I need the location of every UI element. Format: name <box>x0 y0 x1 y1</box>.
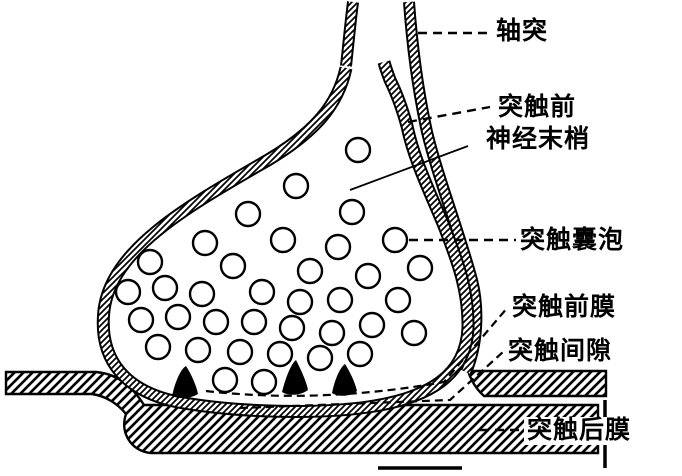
label-presynaptic-line2: 神经末梢 <box>486 125 591 153</box>
synaptic-vesicle <box>406 254 434 282</box>
synaptic-vesicle <box>324 233 352 261</box>
synaptic-vesicles <box>114 136 434 396</box>
synaptic-vesicle <box>144 333 172 361</box>
terminal-bouton-membrane-hatch <box>98 60 473 416</box>
synaptic-vesicle <box>326 286 354 314</box>
synaptic-vesicle <box>296 257 324 285</box>
label-postsynaptic-membrane: 突触后膜 <box>524 416 635 445</box>
leader-lines <box>205 31 520 432</box>
leader-presynaptic-membrane <box>205 306 509 397</box>
synaptic-vesicle <box>306 344 334 372</box>
label-presynaptic-line1: 突触前 <box>498 93 577 121</box>
synaptic-vesicle <box>318 319 346 347</box>
synaptic-vesicle <box>269 226 297 254</box>
synaptic-vesicle <box>136 248 164 276</box>
synaptic-vesicle <box>346 340 374 368</box>
pointer-terminal-interior <box>349 145 469 191</box>
synaptic-vesicle <box>278 314 306 342</box>
synaptic-vesicle <box>151 274 179 302</box>
synaptic-vesicle <box>400 319 428 347</box>
synaptic-vesicle <box>202 308 230 336</box>
synaptic-vesicle <box>250 368 278 396</box>
synaptic-vesicle <box>286 288 314 316</box>
synaptic-vesicle <box>282 172 310 200</box>
active-zone-densities <box>172 360 357 399</box>
synaptic-vesicle <box>248 278 276 306</box>
synaptic-vesicle <box>188 280 216 308</box>
label-synaptic-vesicle: 突触囊泡 <box>520 226 625 254</box>
synaptic-vesicle <box>211 366 239 394</box>
synaptic-vesicle <box>381 226 409 254</box>
synaptic-vesicle <box>384 286 412 314</box>
synaptic-vesicle <box>164 303 192 331</box>
axon-left-wall-hatch <box>342 1 357 67</box>
synaptic-vesicle <box>226 338 254 366</box>
label-axon: 轴突 <box>496 17 549 45</box>
synaptic-vesicle <box>344 136 372 164</box>
synaptic-vesicle <box>184 336 212 364</box>
synaptic-vesicle <box>338 198 366 226</box>
label-synaptic-cleft: 突触间隙 <box>508 337 613 365</box>
leader-synaptic-cleft <box>239 350 505 410</box>
synaptic-vesicle <box>266 340 294 368</box>
synaptic-vesicle <box>358 311 386 339</box>
synaptic-vesicle <box>191 229 219 257</box>
axon-right-wall-hatch <box>405 1 481 374</box>
synaptic-vesicle <box>127 306 155 334</box>
synaptic-vesicle <box>234 200 262 228</box>
postsynaptic-membrane-right-strip <box>466 369 608 398</box>
synaptic-vesicle <box>219 252 247 280</box>
synaptic-vesicle <box>354 262 382 290</box>
label-presynaptic-membrane: 突触前膜 <box>512 293 617 321</box>
synaptic-vesicle <box>240 308 268 336</box>
synaptic-vesicle <box>114 278 142 306</box>
